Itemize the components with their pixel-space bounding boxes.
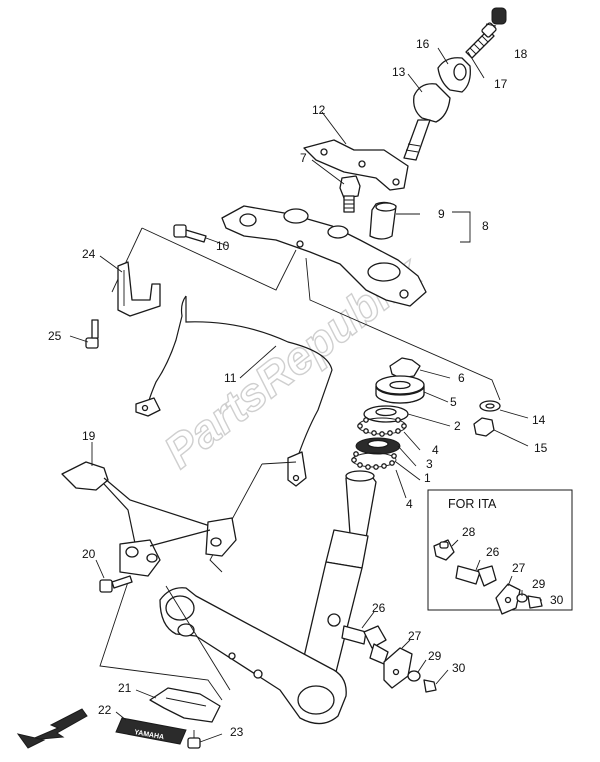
callout-12: 12 — [312, 103, 326, 117]
callout-15: 15 — [534, 441, 548, 455]
callout-11: 11 — [224, 371, 237, 385]
washer-29 — [407, 670, 421, 682]
bearing-race-3 — [355, 437, 401, 455]
holder-cap-16 — [437, 57, 471, 93]
screw-25 — [85, 319, 99, 349]
callout-26b: 26 — [372, 601, 386, 615]
callout-30b: 30 — [452, 661, 466, 675]
screw-23 — [187, 730, 201, 749]
leader-ticks — [69, 23, 542, 743]
under-bracket — [159, 587, 347, 725]
bearing-race-2 — [363, 405, 409, 423]
washer-14 — [479, 400, 501, 412]
leader-line — [165, 585, 231, 691]
handlebar-holder-13 — [403, 83, 451, 161]
callout-30a: 30 — [550, 593, 564, 607]
plate-27 — [383, 647, 413, 689]
callout-10: 10 — [216, 239, 230, 253]
callout-26a: 26 — [486, 545, 500, 559]
ita-inset: FOR ITA — [427, 489, 573, 615]
callout-28: 28 — [462, 525, 476, 539]
nut-15 — [473, 417, 495, 437]
callout-2: 2 — [454, 419, 461, 433]
cap-18 — [491, 7, 507, 25]
callout-4b: 4 — [406, 497, 413, 511]
bearing-balls-4-lower — [351, 451, 397, 470]
upper-bracket — [221, 205, 427, 307]
bracket-21 — [149, 687, 221, 723]
callout-8: 8 — [482, 219, 489, 233]
callout-13: 13 — [392, 65, 406, 79]
lock-washer-6 — [389, 357, 421, 379]
bearing-balls-4-upper — [357, 417, 407, 437]
callout-24: 24 — [82, 247, 96, 261]
callout-29b: 29 — [428, 649, 442, 663]
callout-17: 17 — [494, 77, 508, 91]
bracket-19 — [61, 461, 237, 577]
callout-4a: 4 — [432, 443, 439, 457]
callout-21: 21 — [118, 681, 132, 695]
bolt-7 — [339, 175, 361, 213]
direction-arrow-icon — [16, 708, 88, 749]
callout-5: 5 — [450, 395, 457, 409]
callout-23: 23 — [230, 725, 244, 739]
callout-7: 7 — [300, 151, 307, 165]
callout-1: 1 — [424, 471, 431, 485]
callout-6: 6 — [458, 371, 465, 385]
screw-30 — [423, 679, 437, 693]
bracket-line-8 — [452, 211, 471, 243]
callout-3: 3 — [426, 457, 433, 471]
bolt-10 — [173, 224, 207, 243]
callout-20: 20 — [82, 547, 96, 561]
logo-plate-22: YAMAHA — [115, 717, 187, 745]
callout-14: 14 — [532, 413, 546, 427]
callout-22: 22 — [98, 703, 112, 717]
callout-27b: 27 — [408, 629, 422, 643]
callout-29a: 29 — [532, 577, 546, 591]
callout-27a: 27 — [512, 561, 526, 575]
steering-stem — [299, 470, 377, 681]
callout-19: 19 — [82, 429, 96, 443]
cable-11 — [135, 295, 333, 487]
callout-25: 25 — [48, 329, 62, 343]
bracket-24 — [117, 261, 161, 317]
leader-line — [99, 581, 223, 701]
plate-12 — [303, 139, 409, 191]
bushing-9 — [369, 201, 397, 240]
bolt-20 — [99, 575, 133, 593]
leader-line — [209, 463, 263, 573]
switch-26 — [341, 625, 389, 665]
callout-16: 16 — [416, 37, 430, 51]
ita-inset-title: FOR ITA — [448, 497, 497, 511]
ring-nut-5 — [375, 375, 425, 404]
bolt-17 — [465, 22, 497, 59]
leader-line — [261, 461, 297, 465]
callout-18: 18 — [514, 47, 528, 61]
callout-9: 9 — [438, 207, 445, 221]
leader-line — [305, 257, 501, 401]
leader-line — [111, 227, 143, 293]
callout-labels: 18 16 17 13 12 7 9 8 10 24 25 11 6 5 14 … — [48, 37, 564, 739]
leader-line — [141, 227, 297, 291]
